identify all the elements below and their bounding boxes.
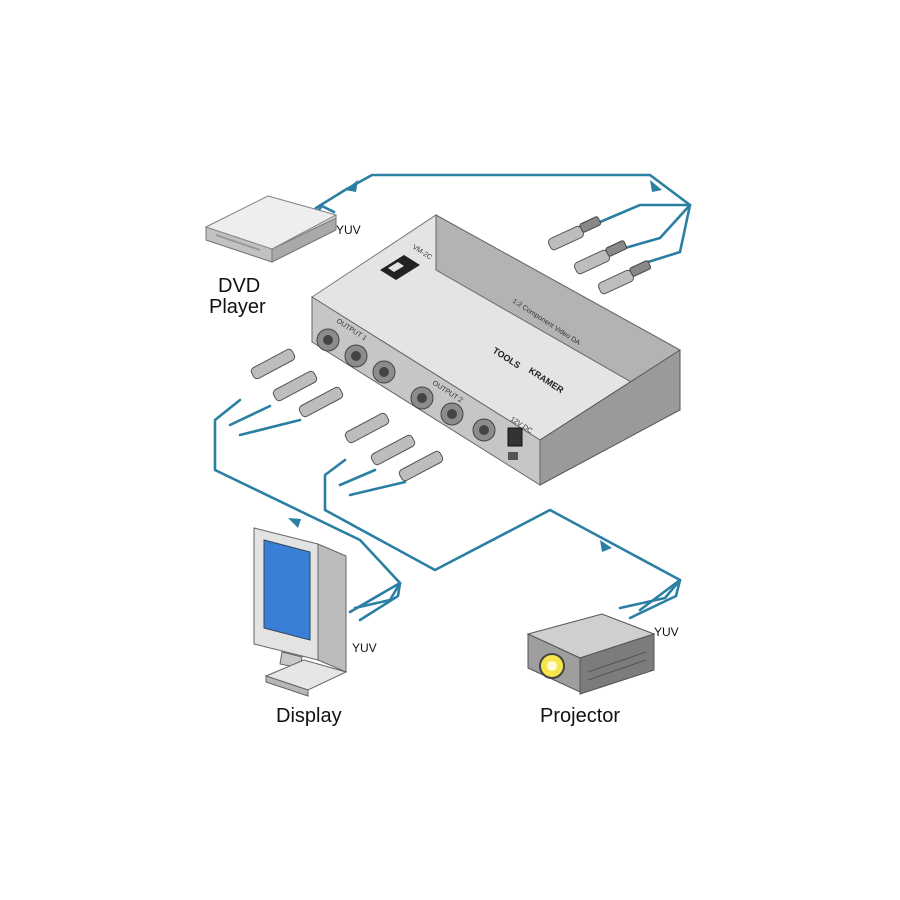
cable-display-loop-b (358, 581, 402, 622)
cable-input-split-1 (598, 203, 692, 224)
output1-ports (316, 328, 396, 384)
power-jack (507, 427, 523, 447)
rca-connector (547, 216, 602, 251)
arrow-icon (345, 180, 358, 192)
output1-connectors (250, 348, 344, 418)
arrow-icon (600, 540, 612, 552)
output2-connectors (344, 412, 444, 482)
cable-output1 (213, 398, 402, 614)
cable-projector-loop-b (628, 578, 682, 620)
dvd-player-illustration (204, 195, 338, 263)
display-screen (263, 539, 311, 641)
arrow-icon (288, 518, 301, 528)
display-yuv-label: YUV (352, 641, 377, 655)
direction-arrows (288, 180, 662, 552)
dvd-yuv-label: YUV (336, 223, 361, 237)
display-label: Display (276, 705, 342, 727)
input-connectors (547, 216, 652, 295)
cable-output1-b (228, 404, 272, 427)
cables (213, 173, 692, 622)
cable-input-split-2 (623, 203, 692, 250)
dvd-label-line1: DVD (218, 275, 260, 297)
arrow-icon (650, 180, 662, 192)
dvd-label-line2: Player (209, 296, 266, 318)
display-illustration (253, 527, 348, 697)
projector-label: Projector (540, 705, 620, 727)
rca-connector (573, 240, 628, 275)
projector-yuv-label: YUV (654, 625, 679, 639)
cable-output1-c (238, 418, 302, 437)
cable-input-split-3 (646, 203, 692, 264)
projector-illustration (526, 613, 656, 695)
distribution-amplifier: VM-2C 1:2 Component Video DA KRAMER TOOL… (311, 214, 681, 486)
output2-ports (410, 386, 496, 442)
cable-output2-b (338, 468, 377, 487)
cable-output2-c (348, 480, 407, 497)
rca-connector (597, 260, 652, 295)
cable-projector-loop-a (618, 578, 682, 610)
cable-output2 (323, 458, 682, 612)
